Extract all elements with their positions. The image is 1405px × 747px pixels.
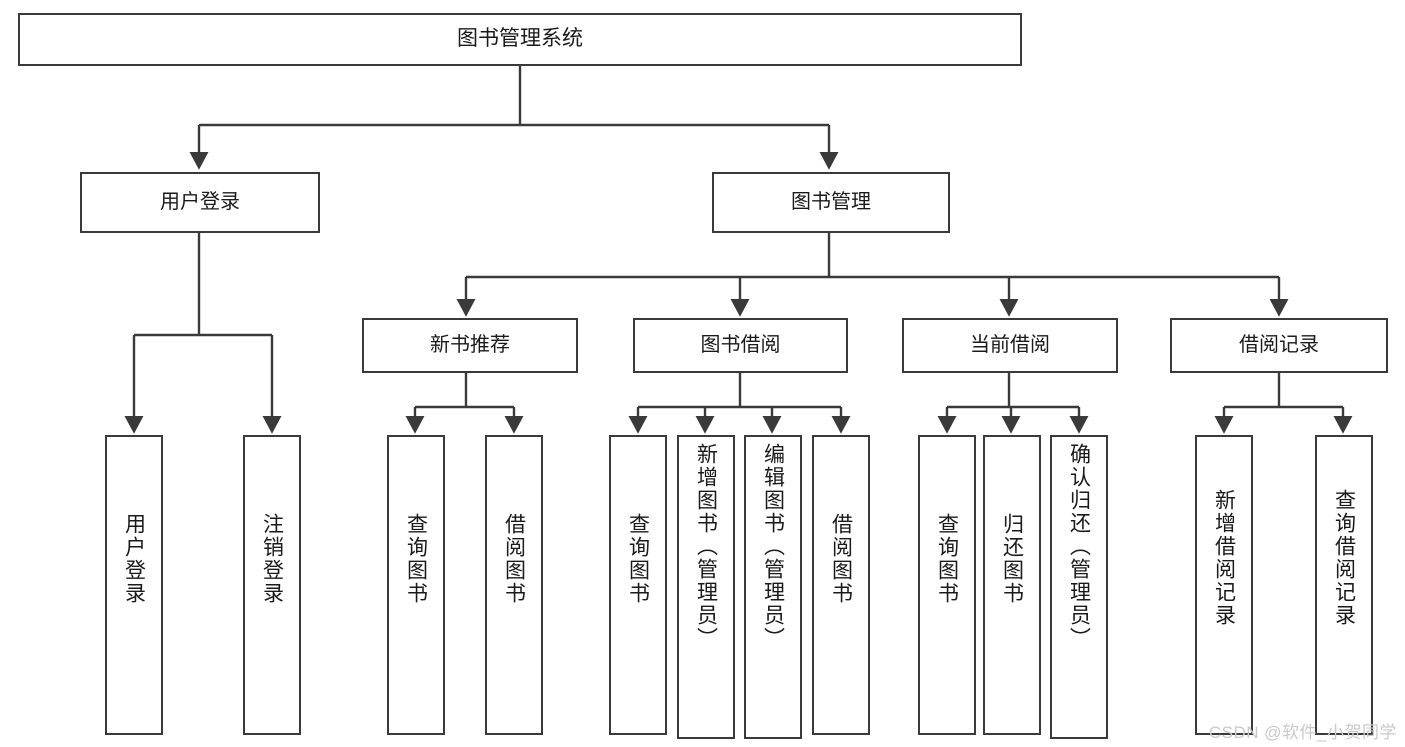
- node-label: 新增图书（管理员）: [694, 443, 718, 650]
- leaf-confirm-return-admin[interactable]: 确认归还（管理员）: [1050, 435, 1108, 739]
- node-book-management[interactable]: 图书管理: [712, 172, 950, 233]
- leaf-query-book-new[interactable]: 查询图书: [387, 435, 445, 735]
- node-label: 新增借阅记录: [1212, 489, 1236, 627]
- leaf-query-borrow-record[interactable]: 查询借阅记录: [1315, 435, 1373, 735]
- node-label: 查询借阅记录: [1332, 489, 1356, 627]
- node-label: 用户登录: [160, 191, 240, 213]
- leaf-query-book-current[interactable]: 查询图书: [918, 435, 976, 735]
- node-label: 归还图书: [1000, 513, 1024, 605]
- leaf-borrow-book[interactable]: 借阅图书: [812, 435, 870, 735]
- node-label: 查询图书: [935, 513, 959, 605]
- leaf-borrow-book-new[interactable]: 借阅图书: [485, 435, 543, 735]
- leaf-add-borrow-record[interactable]: 新增借阅记录: [1195, 435, 1253, 735]
- leaf-user-logout[interactable]: 注销登录: [243, 435, 301, 735]
- node-label: 确认归还（管理员）: [1067, 443, 1091, 650]
- node-new-book-recommend[interactable]: 新书推荐: [362, 318, 578, 373]
- node-root-system[interactable]: 图书管理系统: [18, 13, 1022, 66]
- node-label: 借阅图书: [502, 513, 526, 605]
- node-label: 图书管理: [791, 191, 871, 213]
- leaf-add-book-admin[interactable]: 新增图书（管理员）: [677, 435, 735, 739]
- node-label: 查询图书: [626, 513, 650, 605]
- leaf-query-book-borrow[interactable]: 查询图书: [609, 435, 667, 735]
- node-book-borrow[interactable]: 图书借阅: [633, 318, 848, 373]
- leaf-edit-book-admin[interactable]: 编辑图书（管理员）: [744, 435, 802, 739]
- node-label: 查询图书: [404, 513, 428, 605]
- node-label: 当前借阅: [970, 334, 1050, 356]
- node-label: 编辑图书（管理员）: [761, 443, 785, 650]
- node-current-borrow[interactable]: 当前借阅: [902, 318, 1118, 373]
- node-label: 注销登录: [260, 513, 284, 605]
- leaf-return-book[interactable]: 归还图书: [983, 435, 1041, 735]
- node-label: 图书借阅: [700, 334, 781, 356]
- leaf-user-login[interactable]: 用户登录: [105, 435, 163, 735]
- node-user-login[interactable]: 用户登录: [80, 172, 320, 233]
- node-label: 新书推荐: [430, 334, 510, 356]
- node-label: 借阅图书: [829, 513, 853, 605]
- node-borrow-record[interactable]: 借阅记录: [1170, 318, 1388, 373]
- node-label: 图书管理系统: [457, 27, 583, 51]
- node-label: 借阅记录: [1239, 334, 1319, 356]
- node-label: 用户登录: [122, 513, 146, 605]
